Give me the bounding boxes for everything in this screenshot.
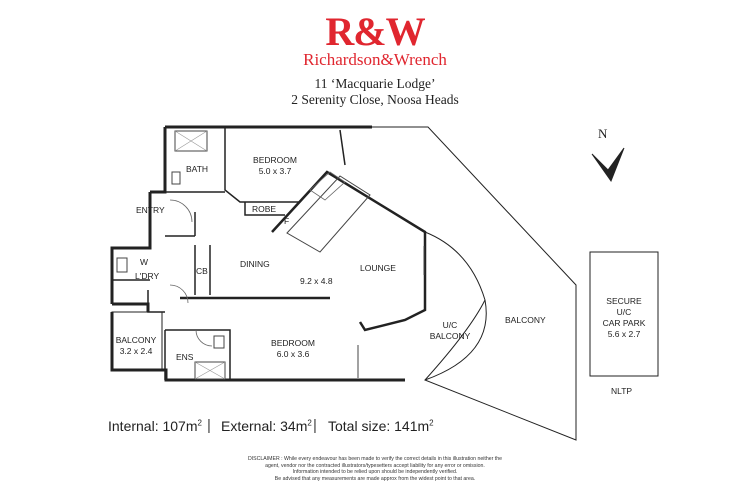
area-external-text: External: 34m [221, 418, 308, 434]
bathtub-cross [174, 130, 208, 152]
brand-name: Richardson&Wrench [303, 50, 447, 69]
room-laundry: L'DRY [135, 271, 160, 281]
room-cb: CB [196, 266, 208, 276]
area-internal: Internal: 107m2 [108, 418, 202, 434]
ensuite-shower-cross [194, 361, 226, 380]
bathtub [174, 130, 208, 152]
ensuite-shower [194, 361, 226, 380]
room-fridge: F [284, 216, 290, 226]
room-bedroom-2-size: 6.0 x 3.6 [276, 349, 310, 359]
room-living-size: 9.2 x 4.8 [300, 276, 333, 286]
disclaimer-line-4: Be advised that any measurements are mad… [274, 475, 476, 482]
room-lounge: LOUNGE [360, 263, 396, 273]
uc-balcony-curve [424, 299, 487, 381]
small-balcony-outline [111, 311, 163, 371]
interior-walls [112, 127, 346, 380]
area-internal-unit: 2 [197, 418, 202, 428]
area-external: External: 34m2 [221, 418, 312, 434]
room-car-park-line-1: SECURE [606, 296, 642, 306]
room-balcony-small: BALCONY 3.2 x 2.4 [113, 335, 159, 357]
car-park-outline [589, 251, 659, 377]
laundry-tub [116, 257, 128, 273]
room-bedroom-2: BEDROOM 6.0 x 3.6 [263, 338, 323, 360]
room-bedroom-1-size: 5.0 x 3.7 [258, 166, 292, 176]
room-bedroom-1: BEDROOM 5.0 x 3.7 [240, 155, 310, 177]
area-external-unit: 2 [307, 418, 312, 428]
laundry-door-arc [169, 284, 189, 304]
room-bath: BATH [186, 164, 209, 174]
entry-door-arc [169, 199, 193, 223]
room-car-park-line-2: U/C [616, 307, 632, 317]
room-uc-balcony: U/C BALCONY [425, 320, 475, 342]
disclaimer: DISCLAIMER : While every endeavour has b… [0, 456, 750, 482]
room-balcony-small-label: BALCONY [115, 335, 157, 345]
area-separator-2: | [313, 417, 317, 434]
address-line-1: 11 ‘Macquarie Lodge’ [314, 76, 436, 91]
disclaimer-line-2: agent, vendor nor the contracted illustr… [265, 462, 485, 469]
address-line-2: 2 Serenity Close, Noosa Heads [291, 92, 459, 107]
room-dining: DINING [240, 259, 270, 269]
area-total-unit: 2 [429, 418, 434, 428]
area-internal-text: Internal: 107m [108, 418, 198, 434]
compass-arrow-icon [591, 147, 625, 183]
room-car-park-line-3: CAR PARK [602, 318, 646, 328]
room-car-park-line-4: 5.6 x 2.7 [607, 329, 641, 339]
room-balcony-main: BALCONY [505, 315, 546, 325]
area-total-text: Total size: 141m [328, 418, 430, 434]
area-total: Total size: 141m2 [328, 418, 434, 434]
room-bedroom-1-label: BEDROOM [253, 155, 297, 165]
kitchen-cooktop [309, 171, 346, 201]
ensuite-toilet [213, 335, 225, 349]
room-ens: ENS [176, 352, 194, 362]
room-entry: ENTRY [136, 205, 165, 215]
disclaimer-line-3: Information intended to be relied upon s… [292, 469, 458, 476]
kitchen-bench [286, 175, 371, 253]
main-balcony-outline [372, 126, 577, 441]
room-robe: ROBE [252, 204, 277, 214]
brand-logo-mark: R&W [325, 9, 425, 54]
room-balcony-small-size: 3.2 x 2.4 [119, 346, 153, 356]
room-w: W [140, 257, 149, 267]
disclaimer-line-1: DISCLAIMER : While every endeavour has b… [247, 456, 503, 462]
ensuite-door-arc [195, 329, 213, 347]
area-separator-1: | [207, 417, 211, 434]
compass-label: N [598, 126, 608, 141]
room-bedroom-2-label: BEDROOM [271, 338, 315, 348]
room-car-park: SECURE U/C CAR PARK 5.6 x 2.7 [592, 296, 656, 340]
room-uc-balcony-line-1: U/C [442, 320, 458, 330]
room-nltp: NLTP [611, 386, 633, 396]
room-uc-balcony-line-2: BALCONY [429, 331, 471, 341]
bath-toilet [171, 171, 181, 185]
